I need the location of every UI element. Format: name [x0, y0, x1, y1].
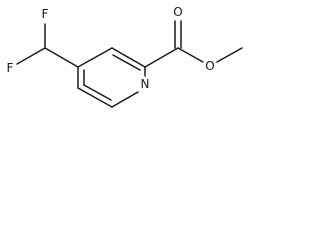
bond-c4-c3 — [77, 47, 113, 68]
chemical-structure: F F N O O — [7, 5, 243, 108]
atom-labels: F F N O O — [7, 5, 215, 91]
bond-c4-chf2 — [44, 47, 79, 68]
bond-ester-o-methyl — [216, 47, 243, 63]
carbonyl-oxygen-label: O — [173, 5, 182, 19]
bond-n-c6 — [111, 91, 139, 108]
bond-c6-c5-inner — [83, 84, 112, 101]
bond-carbonyl-c-ester-o — [177, 47, 204, 63]
ring-nitrogen-label: N — [141, 77, 150, 91]
fluorine-top-label: F — [42, 7, 49, 21]
pyridine-ring — [77, 47, 146, 108]
ester-oxygen-label: O — [205, 59, 214, 73]
methyl-ester-group — [144, 20, 243, 68]
bond-c3-c2-inner — [112, 54, 141, 71]
bond-c2-carbonyl-c — [144, 47, 179, 68]
bond-c6-c5 — [77, 87, 113, 108]
difluoromethyl-group — [16, 23, 79, 68]
fluorine-bottom-label: F — [7, 61, 14, 75]
bond-c3-c2 — [111, 47, 146, 68]
bond-chf2-f-bottom — [16, 47, 46, 65]
